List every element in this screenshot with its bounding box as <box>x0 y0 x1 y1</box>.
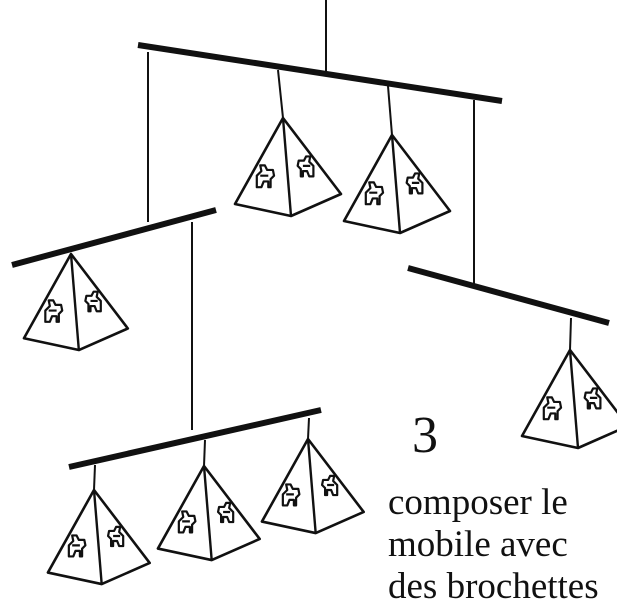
pyramid-edge <box>568 349 580 449</box>
caption-line-3: des brochettes <box>388 566 599 607</box>
ornament-string <box>569 317 572 351</box>
dog-icon <box>255 164 276 189</box>
caption-line-2: mobile avec <box>388 524 568 565</box>
dog-icon <box>542 396 563 421</box>
dog-icon <box>320 474 339 497</box>
skewer-bar <box>137 42 503 104</box>
dog-icon <box>405 172 424 195</box>
dog-icon <box>44 299 64 323</box>
pyramid-ornament <box>520 317 617 450</box>
ornament-string <box>307 417 310 440</box>
strings <box>147 0 475 430</box>
pyramid-edge <box>281 117 293 217</box>
ornament-string <box>93 464 96 491</box>
skewer-bar <box>407 265 610 326</box>
skewer-bar <box>68 407 322 470</box>
ornament-string <box>203 439 206 467</box>
pyramid-ornament <box>46 464 151 586</box>
pyramid-ornament <box>233 69 343 218</box>
dog-icon <box>177 510 197 534</box>
dog-icon <box>296 155 315 178</box>
skewer-bars <box>11 42 610 470</box>
step-caption: composer le mobile avec des brochettes <box>388 482 617 608</box>
pyramid-edge <box>69 253 81 351</box>
pyramid-ornaments <box>22 69 617 586</box>
step-number: 3 <box>412 407 438 464</box>
pyramid-ornament <box>22 252 130 352</box>
pyramid-ornament <box>156 439 261 562</box>
caption-line-1: composer le <box>388 482 568 523</box>
dog-icon <box>583 387 602 410</box>
skewer-bar <box>11 207 217 268</box>
pyramid-outline <box>520 348 617 450</box>
dog-icon <box>281 483 301 507</box>
dog-icon <box>106 525 125 548</box>
pyramid-edge <box>92 489 103 585</box>
pyramid-ornament <box>342 85 452 235</box>
pyramid-ornament <box>260 417 365 535</box>
pyramid-edge <box>390 134 402 234</box>
ornament-string <box>277 69 284 119</box>
dog-icon <box>364 181 385 206</box>
dog-icon <box>67 534 87 558</box>
pyramid-edge <box>306 438 317 534</box>
dog-icon <box>84 290 102 313</box>
ornament-string <box>387 85 393 136</box>
pyramid-edge <box>202 465 213 561</box>
dog-icon <box>216 501 235 524</box>
